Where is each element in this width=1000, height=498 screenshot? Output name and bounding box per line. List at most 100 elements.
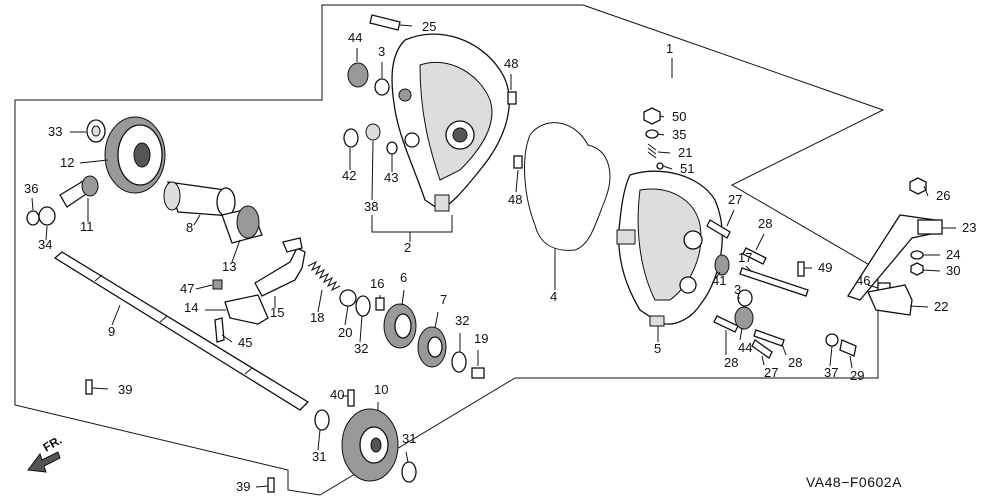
rod-17 (739, 267, 809, 297)
callout-label: 48 (504, 56, 518, 71)
callout-label: 4 (550, 289, 557, 304)
leader-line (515, 169, 519, 193)
callout-label: 33 (48, 124, 62, 139)
callout-label: 26 (936, 188, 950, 203)
callout-label: 9 (108, 324, 115, 339)
spring (307, 260, 341, 292)
front-indicator-label: FR. (41, 433, 65, 455)
leader-line (657, 151, 671, 154)
callout-label: 49 (818, 260, 832, 275)
callout-label: 2 (404, 240, 411, 255)
dowel-48-top (507, 91, 517, 105)
callout-label: 48 (508, 192, 522, 207)
callout-label: 45 (238, 335, 252, 350)
leader-line (317, 289, 323, 313)
bolt-28-right (753, 329, 785, 347)
bolt-45 (214, 317, 225, 343)
callout-label: 7 (440, 292, 447, 307)
leader-line (739, 327, 743, 341)
shift-arm (224, 294, 269, 325)
callout-label: 16 (370, 276, 384, 291)
nut-30 (910, 262, 924, 276)
washer-32-upper (355, 295, 371, 317)
callout-label: 28 (758, 216, 772, 231)
leader-line (317, 429, 321, 451)
clutch-dog (221, 205, 263, 244)
leader-line (255, 485, 269, 488)
callout-label: 25 (422, 19, 436, 34)
leader-line (91, 387, 109, 390)
front-direction-arrow (27, 451, 61, 473)
leader-line (781, 343, 787, 356)
pin-39-upper (85, 379, 93, 395)
pin-25 (369, 14, 401, 31)
bolt-27-lower (751, 339, 773, 359)
leader-line (344, 305, 349, 326)
callout-label: 3 (734, 282, 741, 297)
callout-label: 46 (856, 273, 870, 288)
callout-label: 11 (80, 219, 94, 234)
callout-label: 10 (374, 382, 388, 397)
callout-label: 31 (402, 431, 416, 446)
callout-label: 17 (738, 250, 752, 265)
leader-line (662, 165, 673, 170)
washer-24 (910, 250, 924, 260)
leader-line (849, 355, 853, 369)
main-shaft (53, 251, 310, 411)
callout-label: 14 (184, 300, 198, 315)
callout-label: 6 (400, 270, 407, 285)
leader-line (434, 311, 439, 329)
pinion-shaft (59, 175, 99, 208)
pin-40 (347, 389, 355, 407)
callout-label: 27 (728, 192, 742, 207)
pin-49 (797, 261, 805, 277)
leader-line (399, 24, 413, 27)
bushing-3-top (374, 78, 390, 96)
bolt-28-lower (713, 315, 739, 333)
callout-label: 47 (180, 281, 194, 296)
bearing-44-top (347, 62, 369, 88)
callout-label: 3 (378, 44, 385, 59)
leader-line (45, 225, 48, 241)
leader-line (867, 284, 879, 289)
callout-label: 43 (384, 170, 398, 185)
callout-label: 44 (738, 340, 752, 355)
callout-label: 18 (310, 310, 324, 325)
leader-line (231, 239, 241, 263)
leader-line (401, 289, 405, 306)
callout-label: 32 (354, 341, 368, 356)
callout-label: 50 (672, 109, 686, 124)
leader-line (359, 315, 363, 343)
callout-label: 42 (342, 168, 356, 183)
leader-line (745, 265, 753, 273)
bearing-44-lower (734, 306, 754, 330)
callout-label: 15 (270, 305, 284, 320)
callout-label: 20 (338, 325, 352, 340)
callout-label: 31 (312, 449, 326, 464)
leader-line (193, 214, 201, 226)
large-gear (341, 408, 399, 482)
callout-label: 24 (946, 247, 960, 262)
gear-case-left-half (391, 33, 510, 212)
callout-label: 8 (186, 220, 193, 235)
leader-line (405, 451, 409, 463)
callout-label: 28 (788, 355, 802, 370)
callout-label: 44 (348, 30, 362, 45)
group-bracket-2 (371, 215, 453, 242)
leader-line (221, 334, 233, 343)
bevel-gear (104, 116, 166, 194)
shift-fork (254, 237, 306, 297)
bolt-28-upper (742, 247, 767, 265)
callout-label: 21 (678, 145, 692, 160)
washer-36 (26, 210, 40, 226)
washer-37 (825, 333, 839, 347)
leader-line (909, 305, 929, 308)
callout-label: 5 (654, 341, 661, 356)
leader-line (755, 233, 765, 251)
leader-line (31, 197, 34, 211)
washer-35 (645, 129, 659, 139)
bolt-50 (643, 107, 661, 125)
leader-line (657, 133, 665, 136)
